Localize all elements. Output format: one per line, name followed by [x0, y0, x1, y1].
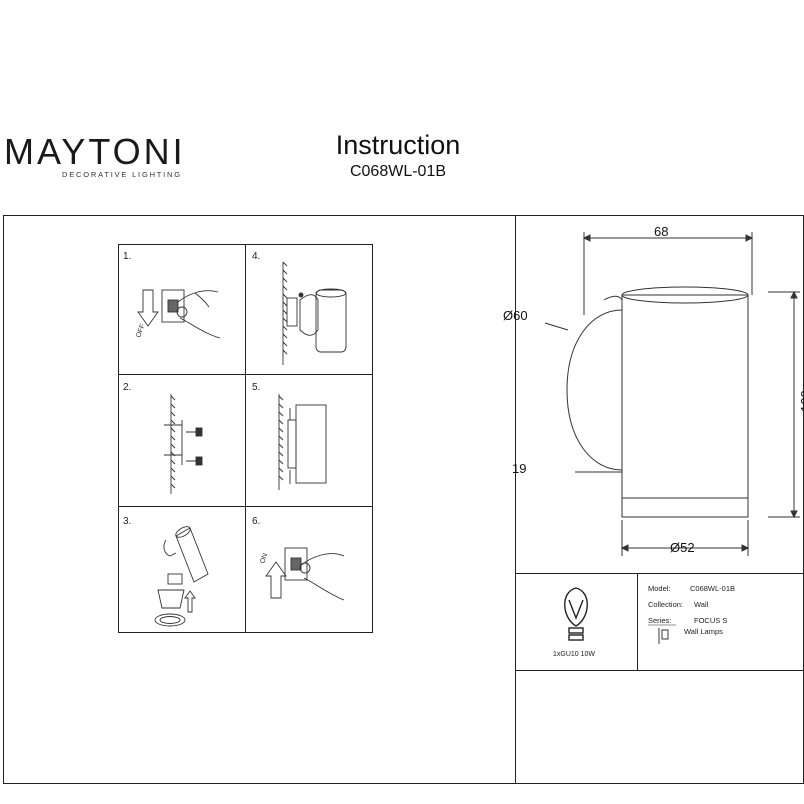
step4-illustration: [282, 261, 347, 365]
bulb-icon: [564, 587, 588, 641]
dimension-base-diameter: Ø52: [670, 540, 695, 555]
spec-collection-label: Collection:: [648, 600, 683, 609]
step2-illustration: [164, 394, 203, 494]
outer-frame: [3, 215, 804, 784]
step-number-4: 4.: [252, 251, 260, 262]
spec-category: Wall Lamps: [684, 627, 723, 636]
wall-lamp-icon: [658, 628, 669, 644]
step1-off-label: OFF: [135, 323, 146, 339]
step6-on-label: ON: [259, 552, 269, 564]
step6-illustration: [265, 547, 345, 601]
step3-illustration: [154, 526, 209, 627]
model-code: C068WL-01B: [349, 163, 447, 180]
brand-logo: MAYTONI: [4, 131, 186, 172]
spec-series-value: FOCUS S: [694, 616, 727, 625]
dimension-drawing: [544, 232, 800, 556]
step-number-6: 6.: [252, 516, 260, 527]
spec-model-label: Model:: [648, 584, 671, 593]
step-number-5: 5.: [252, 382, 260, 393]
step-number-1: 1.: [123, 251, 131, 262]
dimension-height: 100: [798, 390, 804, 412]
dimension-mount-diameter: Ø60: [503, 308, 528, 323]
spec-series-label: Series:: [648, 616, 671, 625]
spec-collection-value: Wall: [694, 600, 709, 609]
step1-illustration: [137, 289, 221, 339]
dimension-offset: 19: [512, 461, 526, 476]
dimension-width: 68: [654, 224, 668, 239]
page-title: Instruction: [335, 130, 461, 160]
step-number-3: 3.: [123, 516, 131, 527]
step5-illustration: [278, 394, 327, 490]
bulb-spec: 1xGU10 10W: [553, 651, 595, 658]
spec-model-value: C068WL-01B: [690, 584, 735, 593]
brand-tagline: DECORATIVE LIGHTING: [62, 170, 182, 179]
step-number-2: 2.: [123, 382, 131, 393]
